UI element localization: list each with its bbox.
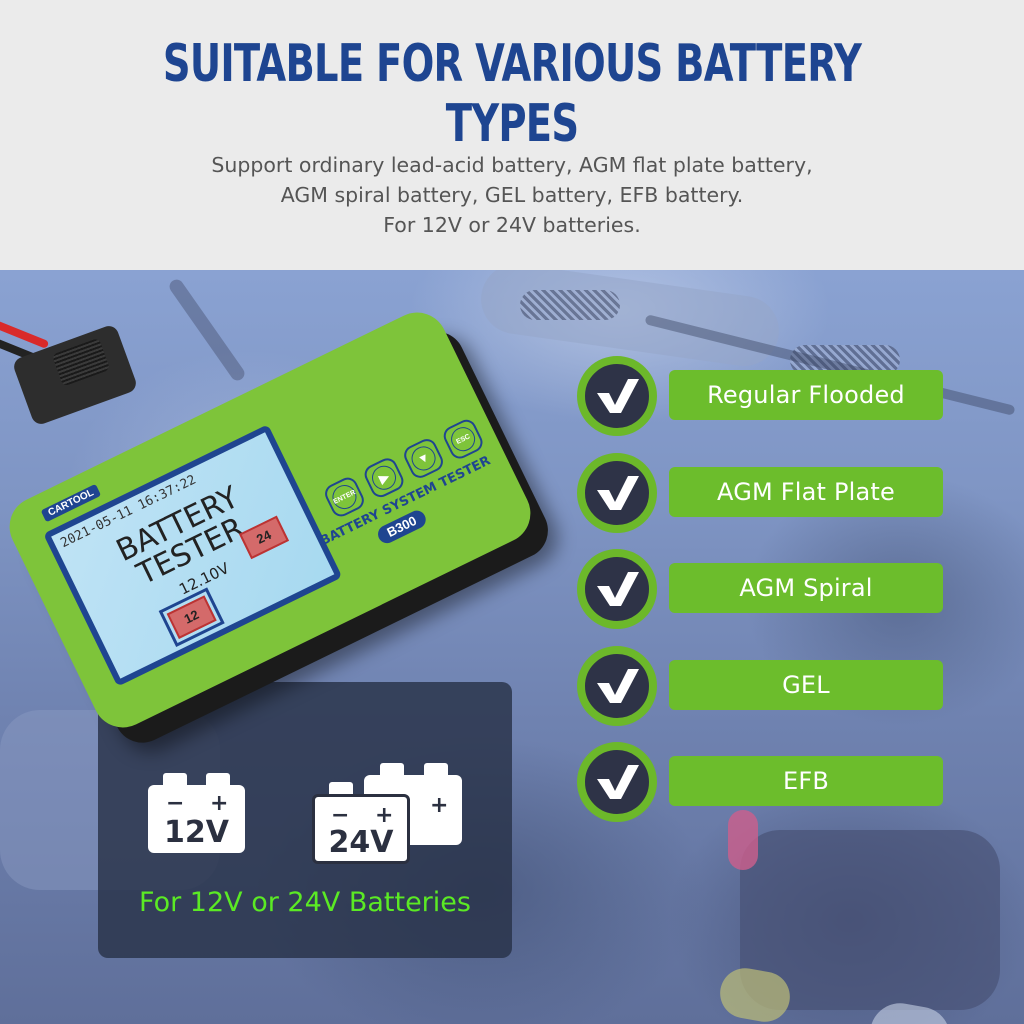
- list-item: GEL: [577, 646, 947, 726]
- battery-type-label: Regular Flooded: [669, 370, 943, 420]
- device-screen: 2021-05-11 16:37:22 BATTERY TESTER 12.10…: [51, 432, 335, 679]
- check-icon: [577, 646, 657, 726]
- subtitle: Support ordinary lead-acid battery, AGM …: [0, 150, 1024, 240]
- list-item: Regular Flooded: [577, 356, 947, 436]
- down-key[interactable]: ▼: [400, 435, 447, 482]
- photo-detail: [520, 290, 620, 320]
- voltage-caption: For 12V or 24V Batteries: [139, 887, 471, 918]
- connector-grip: [51, 337, 111, 387]
- minus-sign: −: [166, 791, 185, 816]
- battery-terminal: [206, 773, 230, 785]
- list-item: AGM Flat Plate: [577, 453, 947, 533]
- battery-tester-device: CARTOOL 2021-05-11 16:37:22 BATTERY TEST…: [0, 300, 560, 738]
- esc-key[interactable]: ESC: [440, 416, 486, 462]
- battery-type-label: AGM Flat Plate: [669, 467, 943, 517]
- esc-key-label: ESC: [455, 432, 472, 446]
- list-item: EFB: [577, 742, 947, 822]
- subtitle-line: For 12V or 24V batteries.: [383, 213, 641, 237]
- battery-terminal: [380, 763, 404, 775]
- device-screen-frame: 2021-05-11 16:37:22 BATTERY TESTER 12.10…: [43, 424, 343, 687]
- check-icon: [577, 549, 657, 629]
- voltage-panel: − + 12V + − + 24V For 12V or 24V Batteri…: [98, 682, 512, 958]
- check-icon: [577, 742, 657, 822]
- enter-key[interactable]: ENTER: [321, 474, 368, 520]
- battery-terminal: [163, 773, 187, 785]
- device-keypad: ENTER ▶ ▼ ESC: [304, 383, 486, 520]
- minus-sign: −: [331, 803, 350, 828]
- down-arrow-icon: ▼: [415, 449, 432, 468]
- page-title: SUITABLE FOR VARIOUS BATTERY TYPES: [162, 34, 862, 154]
- plus-sign: +: [210, 791, 229, 816]
- header-band: SUITABLE FOR VARIOUS BATTERY TYPES Suppo…: [0, 0, 1024, 270]
- enter-key-label: ENTER: [332, 488, 357, 506]
- battery-type-label: GEL: [669, 660, 943, 710]
- battery-24v-icon: − + 24V: [312, 782, 410, 864]
- right-arrow-icon: ▶: [376, 469, 392, 487]
- check-icon: [577, 453, 657, 533]
- plus-sign: +: [375, 803, 394, 828]
- list-item: AGM Spiral: [577, 549, 947, 629]
- subtitle-line: Support ordinary lead-acid battery, AGM …: [211, 153, 813, 177]
- battery-type-label: AGM Spiral: [669, 563, 943, 613]
- battery-type-label: EFB: [669, 756, 943, 806]
- check-icon: [577, 356, 657, 436]
- battery-terminal: [371, 782, 395, 794]
- photo-detail: [728, 810, 758, 870]
- plus-sign: +: [430, 793, 449, 818]
- battery-12v-icon: − + 12V: [148, 773, 245, 853]
- battery-terminal: [424, 763, 448, 775]
- right-key[interactable]: ▶: [361, 455, 407, 501]
- battery-terminal: [329, 782, 353, 794]
- battery-12v-label: 12V: [164, 815, 229, 850]
- subtitle-line: AGM spiral battery, GEL battery, EFB bat…: [280, 183, 744, 207]
- battery-24v-label: 24V: [328, 825, 394, 860]
